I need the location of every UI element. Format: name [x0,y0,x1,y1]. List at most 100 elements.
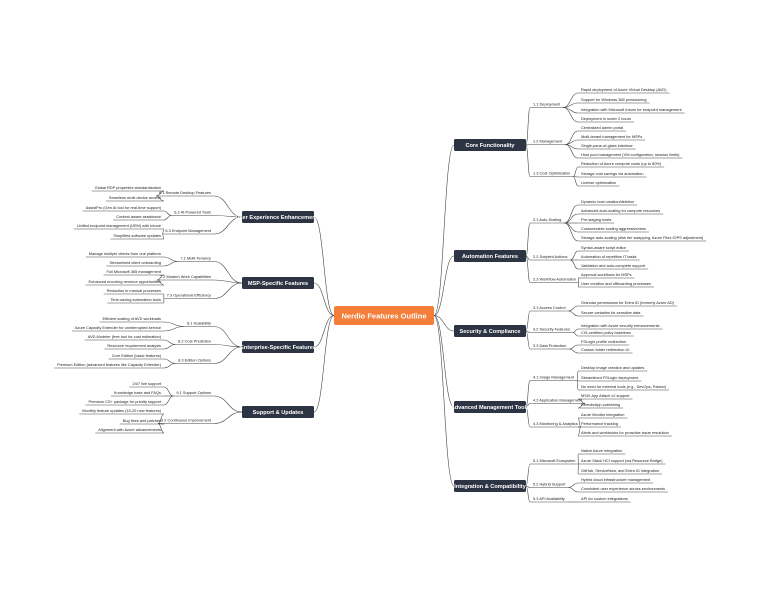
leaf-item[interactable]: Bug fixes and patches [119,418,164,425]
leaf-item[interactable]: Hybrid cloud infrastructure management [578,477,654,484]
leaf-item[interactable]: Automation of repetitive IT tasks [578,254,640,261]
subtopic-2-3-workflow-automation[interactable]: 2.3 Workflow Automation [530,277,579,283]
subtopic-5-2-hybrid-support[interactable]: 5.2 Hybrid Support [530,482,569,488]
subtopic-7-2-modern-work-capabilities[interactable]: 7.2 Modern Work Capabilities [157,274,214,281]
subtopic-4-1-image-management[interactable]: 4.1 Image Management [530,375,578,381]
leaf-item[interactable]: Customizable scaling aggressiveness [578,226,649,233]
leaf-item[interactable]: AVD Modeler (free tool for cost estimati… [84,334,164,341]
leaf-item[interactable]: License optimization [578,180,620,187]
leaf-item[interactable]: Azure Capacity Extender for uninterrupte… [71,325,164,332]
root-node[interactable]: Nerdio Features Outline [334,306,434,325]
subtopic-6-3-endpoint-management[interactable]: 6.3 Endpoint Management [162,228,214,235]
subtopic-5-1-microsoft-ecosystem[interactable]: 5.1 Microsoft Ecosystem [530,458,579,465]
leaf-item[interactable]: User creation and offboarding processes [578,281,655,288]
leaf-item[interactable]: Alignment with Azure advancements [95,427,164,434]
subtopic-1-2-management[interactable]: 1.2 Management [530,139,566,145]
subtopic-8-1-scalability[interactable]: 8.1 Scalability [183,321,214,327]
leaf-item[interactable]: 24/7 live support [129,381,164,388]
leaf-item[interactable]: Syntax-aware script editor [578,245,629,252]
subtopic-7-3-operational-efficiency[interactable]: 7.3 Operational Efficiency [163,293,214,299]
leaf-item[interactable]: Deployment in under 2 hours [578,116,634,123]
leaf-item[interactable]: Pre-staging hosts [578,217,615,224]
leaf-item[interactable]: Advanced auto-scaling for compute resour… [578,208,664,215]
leaf-item[interactable]: Granular permissions for Entra ID (forme… [578,300,677,307]
branch-advanced-management-tools[interactable]: Advanced Management Tools [451,401,530,413]
leaf-item[interactable]: Single-pane-of-glass interface [578,143,636,150]
leaf-item[interactable]: Knowledge base and FAQs [110,390,164,397]
branch-support-updates[interactable]: Support & Updates [242,406,314,418]
leaf-item[interactable]: Integration with Microsoft Intune for en… [578,107,685,114]
leaf-item[interactable]: Reduction of Azure compute costs (up to … [578,161,665,168]
branch-security-compliance[interactable]: Security & Compliance [454,325,526,337]
leaf-item[interactable]: Custom folder redirection UI [578,347,633,354]
leaf-item[interactable]: Context-aware assistance [113,214,164,221]
leaf-item[interactable]: Streamlined FSLogix deployment [578,375,642,382]
leaf-item[interactable]: Consistent user experience across enviro… [578,486,669,493]
leaf-item[interactable]: Seamless multi-device access [105,195,164,202]
branch-automation-features[interactable]: Automation Features [454,250,526,262]
leaf-item[interactable]: Unified endpoint management (UEM) with I… [73,223,164,230]
leaf-item[interactable]: Native Azure integration [578,448,626,455]
leaf-item[interactable]: Storage cost savings via automation [578,171,647,178]
leaf-item[interactable]: Azure Stack HCI support (via Resource Br… [578,458,666,465]
leaf-item[interactable]: Azure Monitor integration [578,412,628,419]
leaf-item[interactable]: GitHub, ServiceNow, and Entra ID integra… [578,468,663,475]
leaf-item[interactable]: Premium CS+ package for priority support [85,399,164,406]
leaf-item[interactable]: Streamlined client onboarding [106,260,164,267]
branch-user-experience-enhancements[interactable]: User Experience Enhancements [235,211,321,223]
branch-core-functionality[interactable]: Core Functionality [454,139,526,151]
leaf-item[interactable]: Approval workflows for MSPs [578,272,635,279]
leaf-item[interactable]: Manage multiple clients from one platfor… [85,251,164,258]
leaf-item[interactable]: Efficient scaling of AVD workloads [99,316,164,323]
leaf-item[interactable]: Dynamic host creation/deletion [578,199,638,206]
subtopic-7-1-multi-tenancy[interactable]: 7.1 Multi-Tenancy [177,256,215,262]
leaf-item[interactable]: Rapid deployment of Azure Virtual Deskto… [578,87,670,94]
leaf-item[interactable]: MSIX App Attach v2 support [578,393,633,400]
leaf-item[interactable]: Centralized admin portal [578,125,627,132]
leaf-item[interactable]: Full Microsoft 365 management [103,269,165,276]
branch-enterprise-specific-features[interactable]: Enterprise-Specific Features [240,341,316,353]
leaf-item[interactable]: Time-saving automation tools [107,297,164,304]
subtopic-6-1-remote-desktop-features[interactable]: 6.1 Remote Desktop Features [156,190,214,197]
subtopic-2-2-scripted-actions[interactable]: 2.2 Scripted Actions [530,254,571,261]
leaf-item[interactable]: Secure variables for sensitive data [578,310,644,317]
leaf-item[interactable]: Core Edition (basic features) [108,353,164,360]
leaf-item[interactable]: Reduction in manual processes [103,288,164,295]
leaf-item[interactable]: Monthly feature updates (15-20 new featu… [79,408,164,415]
leaf-item[interactable]: CIS-certified policy baselines [578,330,634,337]
subtopic-8-2-cost-prediction[interactable]: 8.2 Cost Prediction [175,339,214,345]
subtopic-1-3-cost-optimization[interactable]: 1.3 Cost Optimization [530,171,574,177]
subtopic-4-3-monitoring-analytics[interactable]: 4.3 Monitoring & Analytics [530,421,581,428]
leaf-item[interactable]: No need for external tools (e.g., DevOps… [578,384,670,391]
leaf-item[interactable]: Support for Windows 365 provisioning [578,97,650,104]
subtopic-3-2-security-features[interactable]: 3.2 Security Features [530,327,573,333]
subtopic-3-3-data-protection[interactable]: 3.3 Data Protection [530,343,570,350]
branch-integration-compatibility[interactable]: Integration & Compatibility [454,480,527,492]
subtopic-3-1-access-control[interactable]: 3.1 Access Control [530,305,569,312]
leaf-item[interactable]: Performance tracking [578,421,621,428]
leaf-item[interactable]: Simplified software updates [110,233,164,240]
leaf-item[interactable]: Multi-tenant management for MSPs [578,134,646,141]
subtopic-5-3-api-availability[interactable]: 5.3 API Availability [530,496,568,503]
leaf-item[interactable]: Resource requirement analysis [104,343,164,350]
subtopic-8-3-edition-options[interactable]: 8.3 Edition Options [175,358,214,364]
leaf-item[interactable]: Host pool management (VM configuration, … [578,152,683,159]
branch-msp-specific-features[interactable]: MSP-Specific Features [242,277,314,289]
leaf-item[interactable]: Enhanced recurring revenue opportunities [85,279,164,286]
subtopic-9-1-support-options[interactable]: 9.1 Support Options [173,390,214,397]
leaf-item[interactable]: FSLogix profile redirection [578,339,630,346]
leaf-item[interactable]: Alerts and workbooks for proactive issue… [578,430,672,437]
leaf-item[interactable]: Premium Edition (advanced features like … [53,362,164,369]
leaf-item[interactable]: Desktop image creation and updates [578,365,648,372]
leaf-item[interactable]: API for custom integrations [578,496,631,503]
leaf-item[interactable]: Validation and auto-complete support [578,263,649,270]
subtopic-1-1-deployment[interactable]: 1.1 Deployment [530,102,564,108]
subtopic-2-1-auto-scaling[interactable]: 2.1 Auto-Scaling [530,217,565,224]
leaf-item[interactable]: Global RDP properties standardization [91,185,164,192]
leaf-item[interactable]: Integration with Azure security enhancem… [578,323,663,330]
subtopic-6-2-ai-powered-tools[interactable]: 6.2 AI-Powered Tools [171,210,214,216]
subtopic-9-2-continuous-improvement[interactable]: 9.2 Continuous Improvement [158,418,214,424]
leaf-item[interactable]: AssistPro (Gen AI tool for real-time sup… [82,205,164,212]
subtopic-4-2-application-management[interactable]: 4.2 Application Management [530,398,586,404]
leaf-item[interactable]: RemoteApp publishing [578,402,624,409]
